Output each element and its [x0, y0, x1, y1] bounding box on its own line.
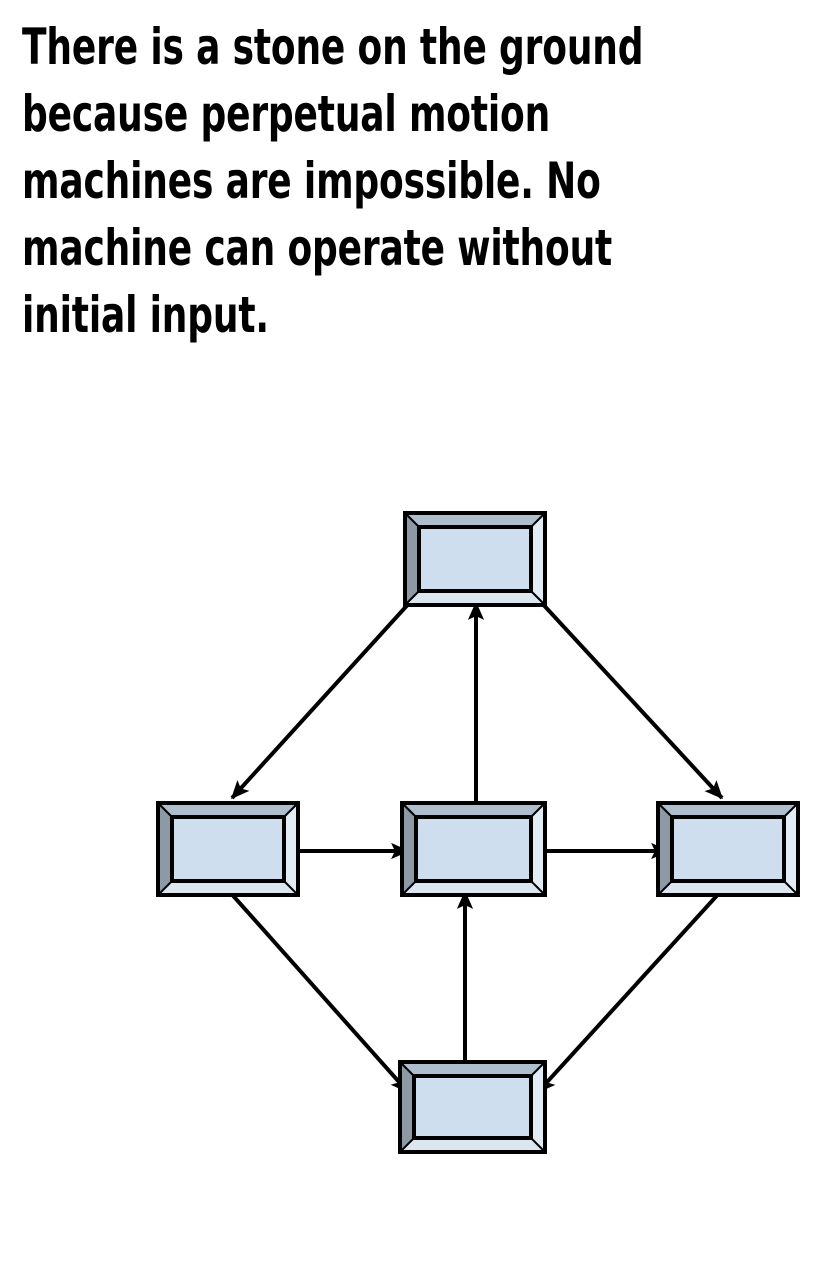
node-left-outer-outline: [156, 801, 300, 897]
node-center-bevel-seam-2: [401, 880, 417, 896]
node-right-bevel-seam-3: [783, 880, 799, 896]
node-top-bevel-right: [531, 513, 545, 605]
node-top-bevel-seam-3: [530, 590, 546, 606]
node-bottom-outer-outline: [398, 1060, 547, 1154]
node-center-bevel-seam-3: [530, 880, 546, 896]
edge-top-to-left[interactable]: [230, 598, 414, 800]
node-center-inner-outline: [414, 815, 533, 883]
node-bottom-inner-outline: [412, 1074, 533, 1140]
node-bottom-bevel-seam-0: [399, 1061, 415, 1077]
node-bottom-bevel-seam-1: [530, 1061, 546, 1077]
node-left-bevel-top: [158, 803, 298, 817]
node-top-inner-outline: [417, 525, 533, 593]
node-bottom-bevel-right: [531, 1062, 545, 1152]
node-right-bevel-top: [658, 803, 798, 817]
page-caption: There is a stone on the ground because p…: [22, 18, 656, 344]
node-left-bevel-seam-0: [157, 802, 173, 818]
node-center-face: [416, 817, 531, 881]
node-right-bevel-bottom: [658, 881, 798, 895]
edge-top-to-right[interactable]: [537, 598, 724, 800]
node-top-bevel-seam-0: [404, 512, 420, 528]
node-top-bevel-seam-1: [530, 512, 546, 528]
node-top-bevel-top: [405, 513, 545, 527]
node-center-bevel-left: [402, 803, 416, 895]
diagram-node-bottom[interactable]: [398, 1060, 547, 1154]
edge-left-to-bottom[interactable]: [226, 888, 410, 1094]
node-left-bevel-right: [284, 803, 298, 895]
node-center-bevel-bottom: [402, 881, 545, 895]
node-right-face: [672, 817, 784, 881]
node-center-bevel-top: [402, 803, 545, 817]
node-bottom-bevel-seam-3: [530, 1137, 546, 1153]
node-right-bevel-right: [784, 803, 798, 895]
diagram-node-right[interactable]: [656, 801, 800, 897]
node-right-outer-outline: [656, 801, 800, 897]
node-center-bevel-seam-0: [401, 802, 417, 818]
node-right-bevel-seam-2: [657, 880, 673, 896]
node-right-bevel-seam-0: [657, 802, 673, 818]
node-left-bevel-seam-1: [283, 802, 299, 818]
node-left-bevel-seam-2: [157, 880, 173, 896]
edge-layer: [226, 598, 724, 1094]
node-left-bevel-seam-3: [283, 880, 299, 896]
edge-right-to-bottom[interactable]: [536, 888, 724, 1094]
node-center-bevel-right: [531, 803, 545, 895]
node-layer: [156, 511, 800, 1154]
node-center-bevel-seam-1: [530, 802, 546, 818]
node-left-bevel-bottom: [158, 881, 298, 895]
node-top-face: [419, 527, 531, 591]
node-left-inner-outline: [170, 815, 286, 883]
node-bottom-bevel-bottom: [400, 1138, 545, 1152]
node-bottom-face: [414, 1076, 531, 1138]
node-right-inner-outline: [670, 815, 786, 883]
node-center-outer-outline: [400, 801, 547, 897]
node-top-outer-outline: [403, 511, 547, 607]
node-top-bevel-left: [405, 513, 419, 605]
diagram-node-left[interactable]: [156, 801, 300, 897]
node-bottom-bevel-seam-2: [399, 1137, 415, 1153]
node-top-bevel-bottom: [405, 591, 545, 605]
diagram-node-top[interactable]: [403, 511, 547, 607]
node-bottom-bevel-top: [400, 1062, 545, 1076]
node-left-bevel-left: [158, 803, 172, 895]
node-right-bevel-seam-1: [783, 802, 799, 818]
node-top-bevel-seam-2: [404, 590, 420, 606]
diagram-node-center[interactable]: [400, 801, 547, 897]
node-left-face: [172, 817, 284, 881]
node-right-bevel-left: [658, 803, 672, 895]
node-bottom-bevel-left: [400, 1062, 414, 1152]
